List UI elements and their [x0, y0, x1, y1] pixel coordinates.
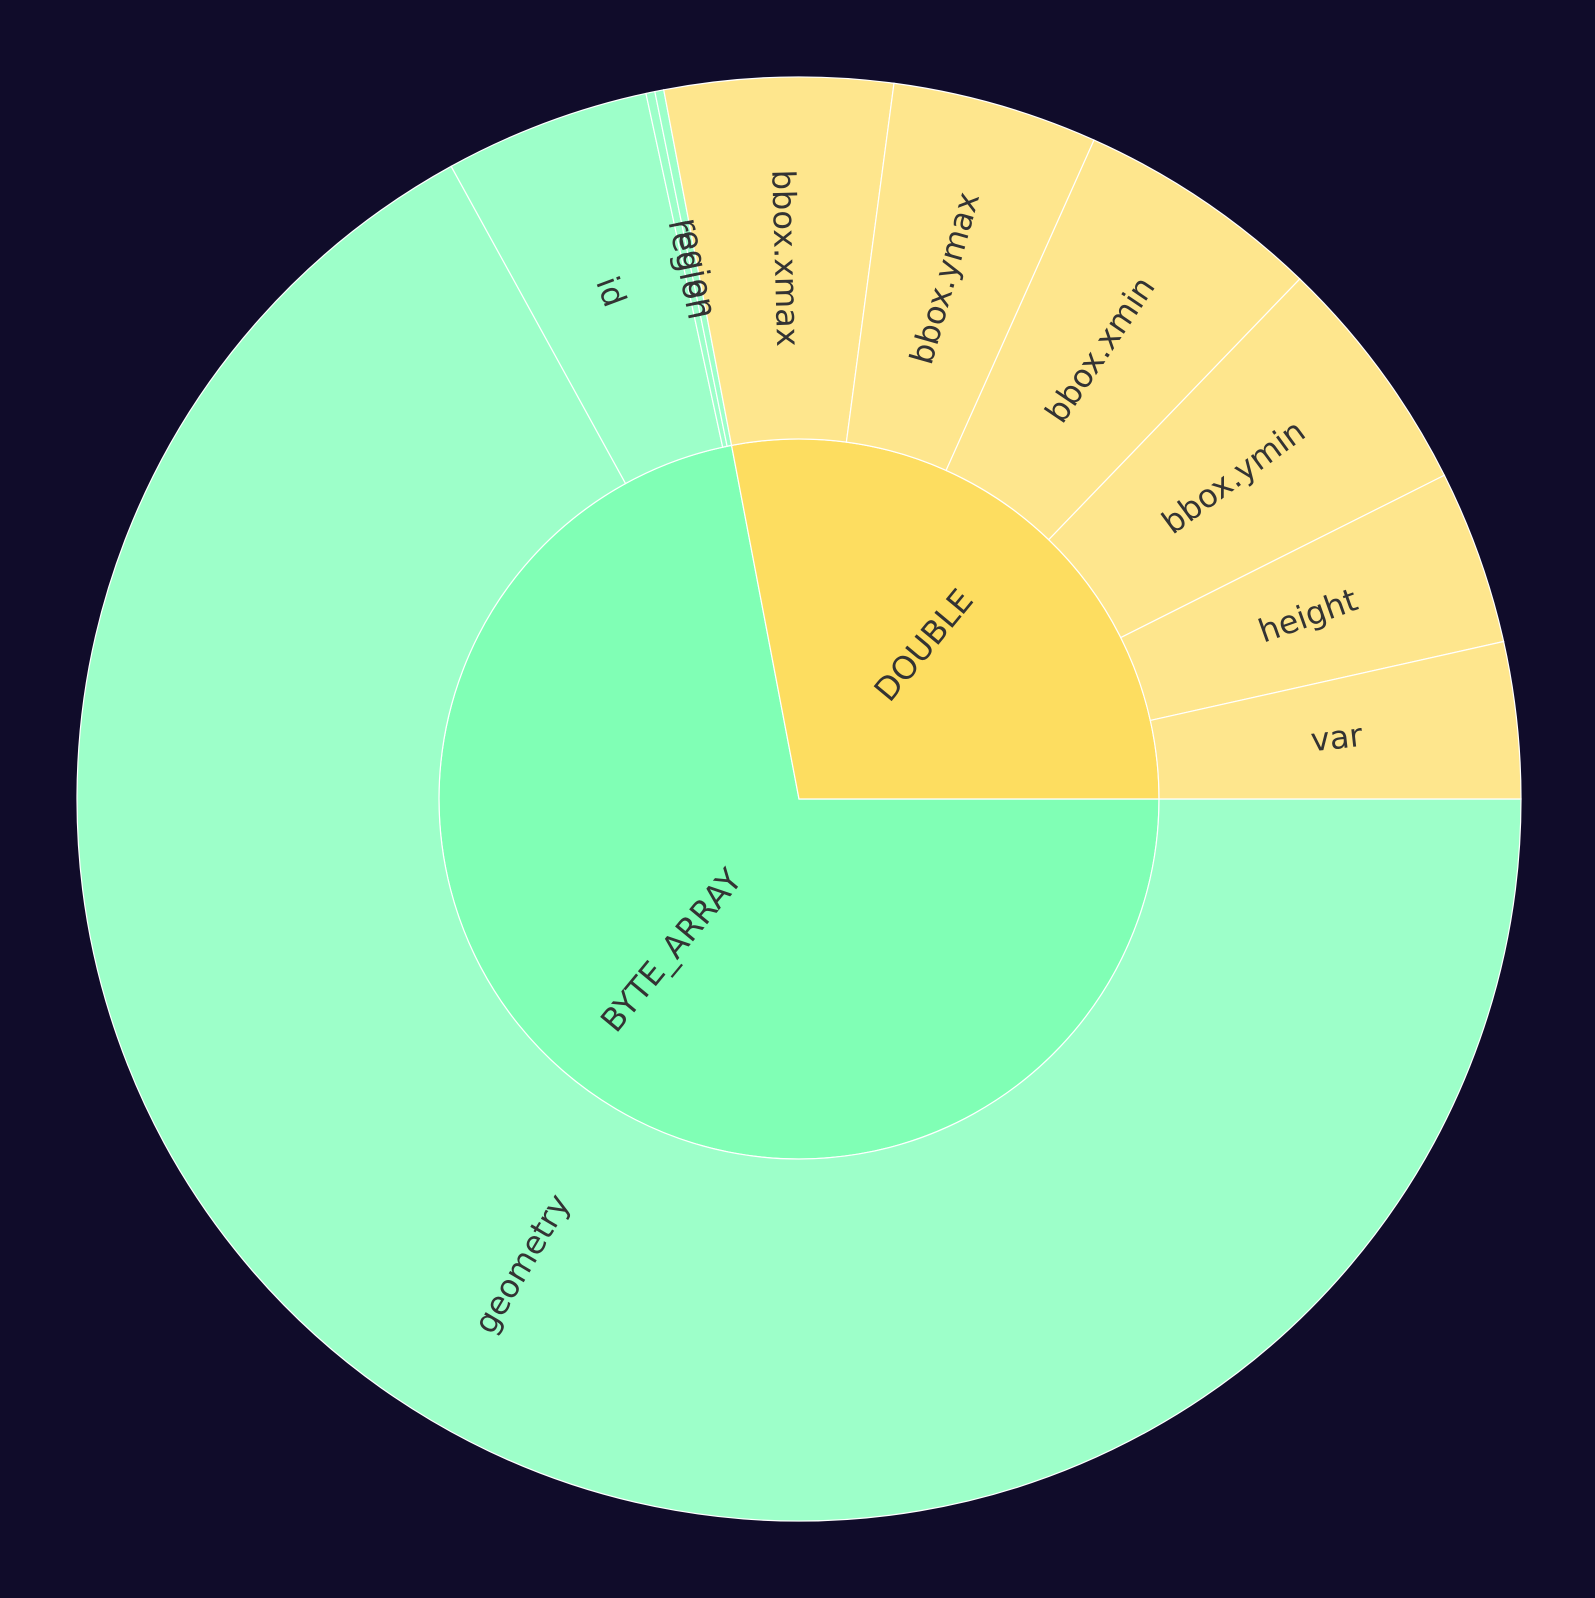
- inner-ring: [438, 438, 1160, 1160]
- outer-segment-var-5[interactable]: [1149, 640, 1522, 800]
- outer-ring: [76, 76, 1522, 1522]
- outer-segment-geometry-0[interactable]: [76, 165, 1522, 1522]
- outer-label-var-5: var: [1309, 716, 1365, 760]
- outer-label-bbox-xmax-0: bbox.xmax: [764, 169, 807, 347]
